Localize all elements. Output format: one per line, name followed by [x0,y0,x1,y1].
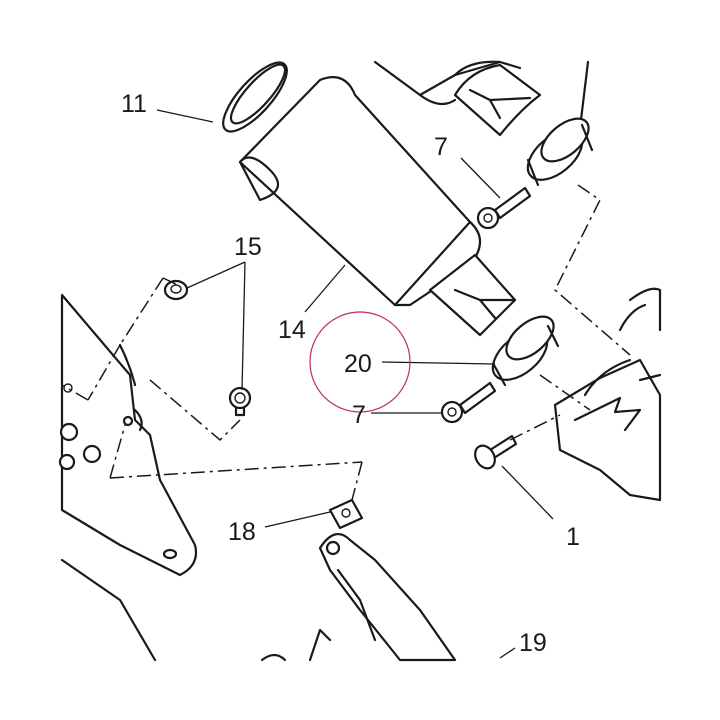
silencer-body [238,76,517,337]
callout-15: 15 [234,233,262,261]
callout-20: 20 [344,350,372,378]
callout-1: 1 [566,523,580,551]
lower-clamp-bolt [440,381,497,424]
callout-11: 11 [121,90,147,118]
rubber-grommet [163,279,189,301]
callout-7-upper: 7 [434,133,448,161]
upper-exhaust-pipe [373,60,590,137]
exhaust-header [553,287,662,502]
gasket-ring [222,61,288,133]
upper-clamp-bolt [476,186,532,230]
mounting-bolt [474,434,518,470]
assembly-lines [61,184,631,501]
mounting-bracket [58,293,198,662]
callout-18: 18 [228,518,256,546]
grommet-bolt [228,386,252,417]
clip-nut [328,498,364,530]
callout-19: 19 [519,629,547,657]
lower-bracket [260,533,457,662]
leader-lines [156,109,554,659]
upper-pipe-clamp [526,117,594,187]
lower-pipe-clamp [491,315,560,387]
highlight-circle [309,311,411,413]
callout-7-lower: 7 [352,401,366,429]
callout-14: 14 [278,316,306,344]
